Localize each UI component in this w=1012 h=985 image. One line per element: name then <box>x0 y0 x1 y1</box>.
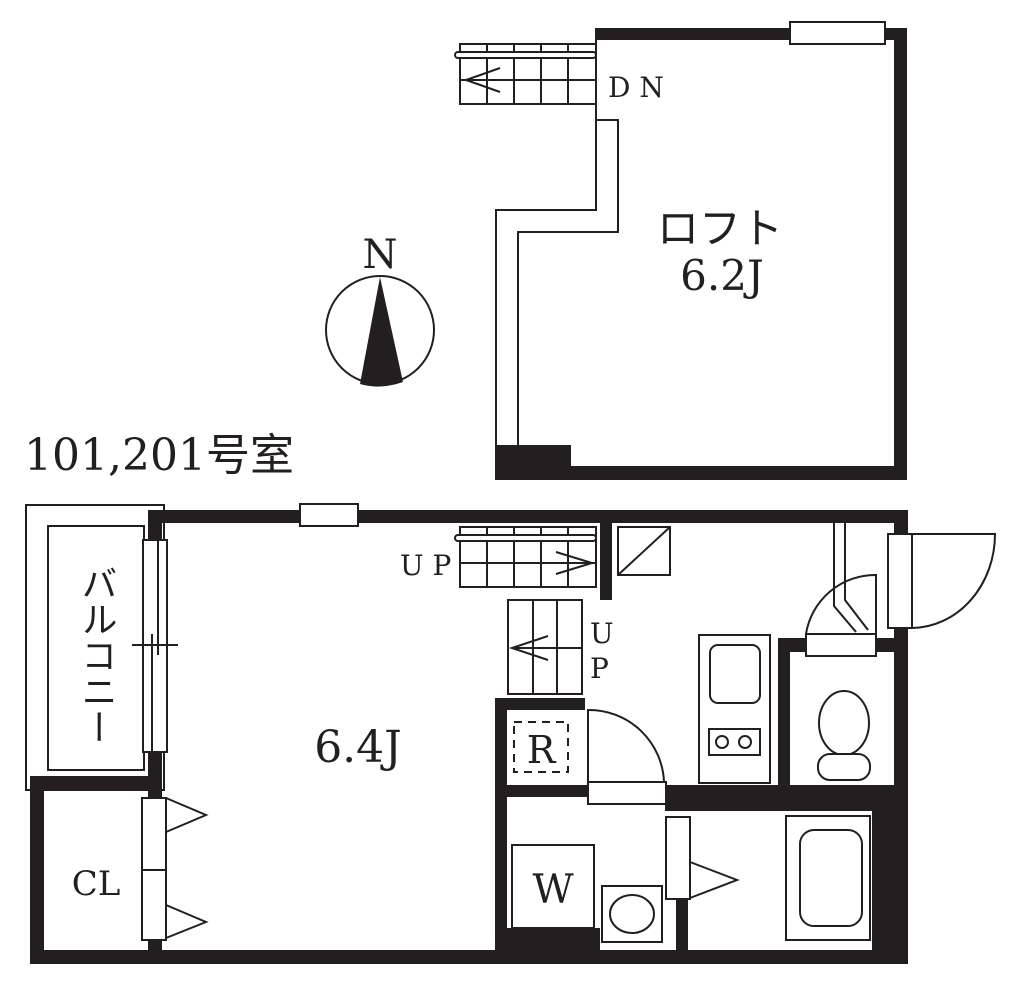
wall-bottom <box>30 950 908 964</box>
loft-room-size: 6.2J <box>680 251 764 300</box>
wall-left <box>30 776 44 964</box>
refrigerator-space: R <box>513 721 569 773</box>
main-floor: バルコニー CL 6.4J <box>25 503 997 964</box>
closet-label: CL <box>72 864 121 904</box>
stair-lower-label-u: U <box>590 617 614 650</box>
up-arrow-icon <box>508 635 549 661</box>
loft-wall-right <box>894 28 907 480</box>
entrance <box>833 522 997 633</box>
north-arrow-icon: N <box>325 232 435 387</box>
washroom: W <box>511 844 663 943</box>
entrance-door-swing <box>911 533 997 629</box>
loft-inner-wall <box>517 40 619 446</box>
bathtub <box>785 815 871 941</box>
wet-area-wall-left <box>495 698 507 963</box>
loft-room-name: ロフト <box>657 204 783 253</box>
storage-shelf <box>617 526 671 576</box>
closet-door-icon <box>165 797 209 833</box>
washer-space <box>511 844 595 929</box>
washbasin <box>601 885 663 943</box>
bathroom <box>665 815 871 941</box>
loft-outer-wall <box>495 120 597 446</box>
balcony-label: バルコニー <box>76 565 117 745</box>
loft-floor: D N ロフト 6.2J <box>454 21 907 480</box>
wall-top <box>148 510 908 523</box>
loft-stair <box>454 43 597 105</box>
main-window <box>299 503 359 527</box>
refrigerator-label: R <box>527 728 557 772</box>
toilet-door <box>805 633 877 657</box>
loft-window <box>789 21 886 45</box>
washer-label: W <box>532 867 573 913</box>
hall-door <box>587 708 667 805</box>
compass-label: N <box>363 232 398 278</box>
toilet-icon <box>818 690 870 756</box>
up-arrow-icon <box>555 551 596 575</box>
stair-lower-label-p: P <box>590 652 609 685</box>
closet-wall-top <box>30 776 160 790</box>
entrance-door <box>887 533 913 629</box>
bathroom-door <box>665 816 691 900</box>
stair-partition-wall <box>600 515 612 600</box>
stove-icon <box>708 728 761 756</box>
unit-number-label: 101,201号室 <box>24 430 294 481</box>
down-arrow-icon <box>462 67 501 93</box>
sink-icon <box>709 644 761 704</box>
closet: CL <box>72 797 209 941</box>
toilet-door-swing <box>804 573 877 635</box>
closet-door-icon <box>165 904 209 939</box>
bathroom-door-icon <box>689 861 740 899</box>
main-room-size: 6.4J <box>314 722 402 773</box>
toilet-wall-left <box>778 638 790 798</box>
loft-wall-bottom <box>495 466 907 480</box>
loft-pillar <box>495 445 571 475</box>
kitchen <box>698 634 771 784</box>
balcony-sliding-door <box>132 539 178 753</box>
loft-stair-label: D N <box>608 71 664 104</box>
stair-upper <box>454 526 597 588</box>
stair-lower <box>507 599 583 695</box>
stair-upper-label: U P <box>400 549 451 582</box>
toilet-room <box>804 573 877 781</box>
